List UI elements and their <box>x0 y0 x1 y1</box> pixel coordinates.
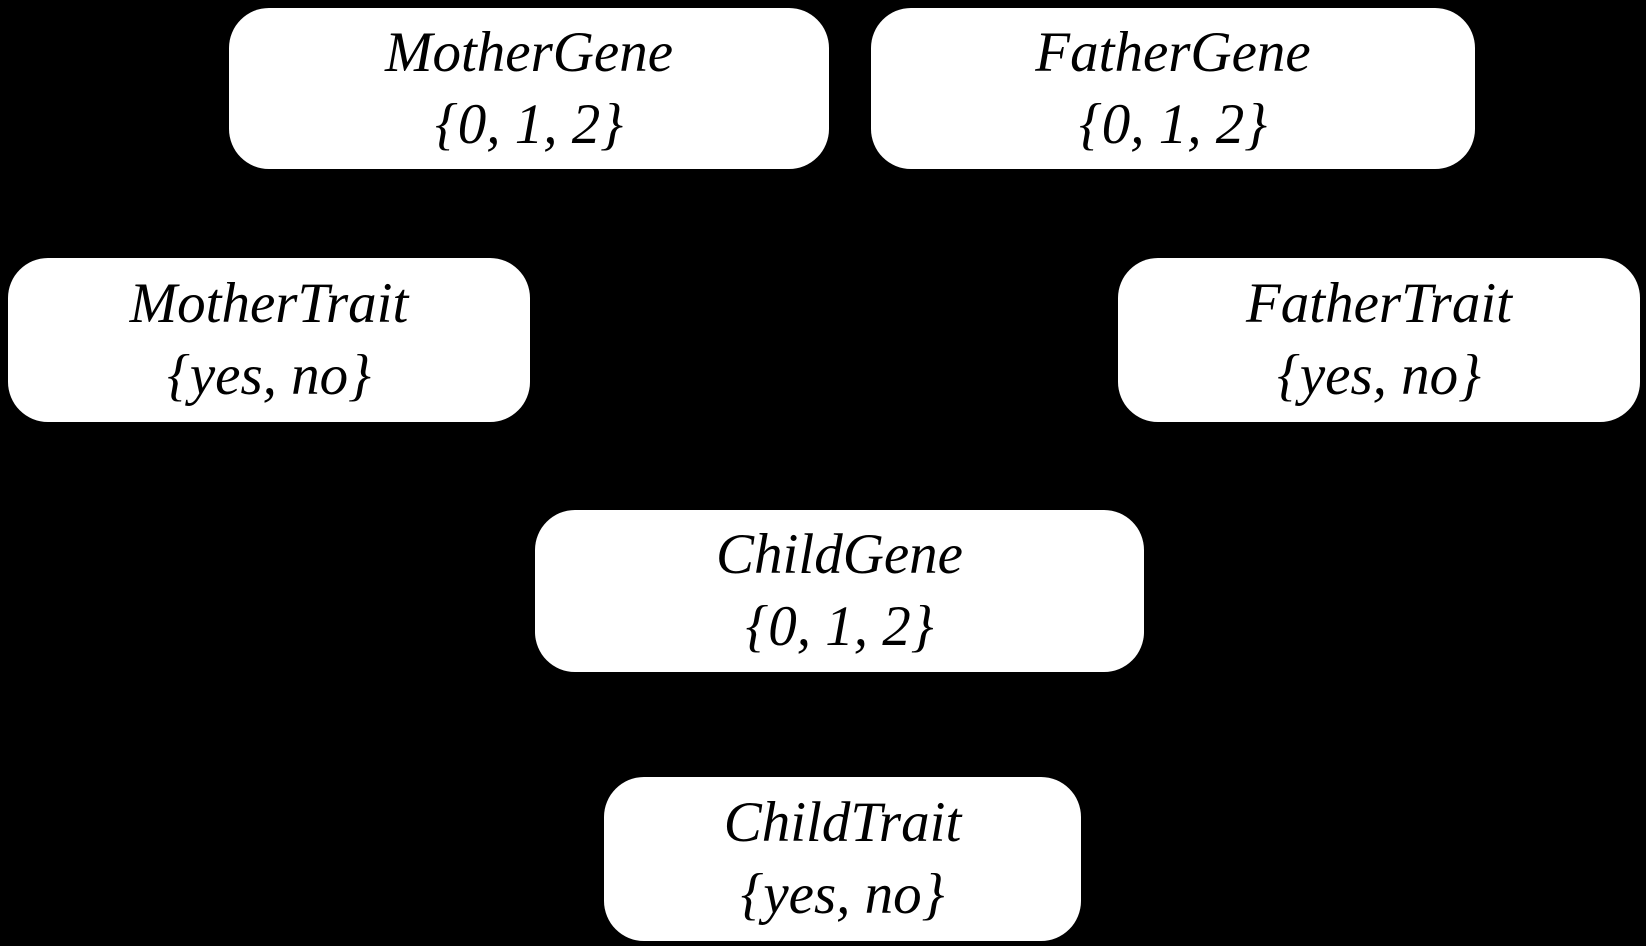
node-mother-gene-domain: {0, 1, 2} <box>434 92 624 156</box>
node-mother-trait: MotherTrait {yes, no} <box>8 258 530 422</box>
node-father-gene-domain: {0, 1, 2} <box>1078 92 1268 156</box>
node-child-gene: ChildGene {0, 1, 2} <box>535 510 1144 672</box>
node-child-trait-domain: {yes, no} <box>740 863 945 926</box>
node-mother-trait-domain: {yes, no} <box>167 344 371 407</box>
node-father-trait-label: FatherTrait <box>1245 272 1513 335</box>
node-child-gene-label: ChildGene <box>716 523 963 586</box>
node-father-trait: FatherTrait {yes, no} <box>1118 258 1640 422</box>
node-child-trait-label: ChildTrait <box>723 791 962 854</box>
node-child-gene-domain: {0, 1, 2} <box>745 595 934 658</box>
node-mother-gene: MotherGene {0, 1, 2} <box>229 8 829 169</box>
node-mother-gene-label: MotherGene <box>384 20 674 84</box>
node-child-trait: ChildTrait {yes, no} <box>604 777 1081 941</box>
node-father-trait-domain: {yes, no} <box>1277 344 1481 407</box>
node-father-gene: FatherGene {0, 1, 2} <box>871 8 1475 169</box>
node-mother-trait-label: MotherTrait <box>129 272 409 335</box>
node-father-gene-label: FatherGene <box>1035 20 1311 84</box>
